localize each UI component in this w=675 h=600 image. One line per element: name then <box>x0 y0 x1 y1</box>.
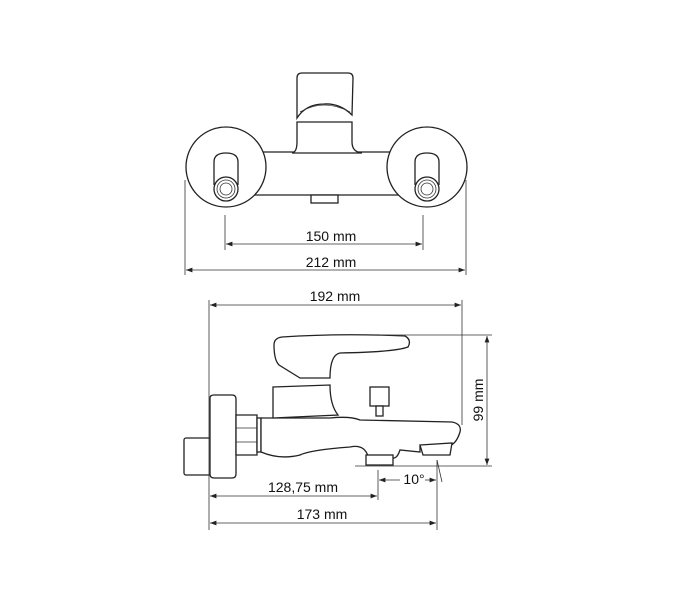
label-angle: 10° <box>403 471 424 487</box>
lever-handle <box>273 334 411 379</box>
label-128-75: 128,75 mm <box>268 479 338 495</box>
right-connector <box>414 152 440 202</box>
pipe-stub <box>183 437 212 476</box>
top-view: 150 mm 212 mm <box>184 72 468 275</box>
mixer-column <box>272 384 340 419</box>
right-flange <box>386 126 468 208</box>
label-192: 192 mm <box>310 288 361 304</box>
left-flange <box>185 126 267 208</box>
left-connector <box>213 152 239 202</box>
side-view: 192 mm 99 mm 128,75 mm 10° 173 mm <box>183 288 492 530</box>
label-150: 150 mm <box>306 228 357 244</box>
hex-nut <box>235 414 258 456</box>
mixer-column <box>291 121 363 154</box>
body-bar <box>249 151 405 196</box>
lever-top <box>296 72 354 121</box>
label-212: 212 mm <box>306 254 357 270</box>
wall-flange <box>209 394 237 479</box>
diverter-knob <box>369 386 390 407</box>
bottom-outlet <box>310 194 339 204</box>
label-173: 173 mm <box>297 506 348 522</box>
spout-outlet <box>419 442 453 456</box>
aerator <box>365 454 394 466</box>
label-99: 99 mm <box>470 379 486 422</box>
faucet-body <box>260 416 461 459</box>
